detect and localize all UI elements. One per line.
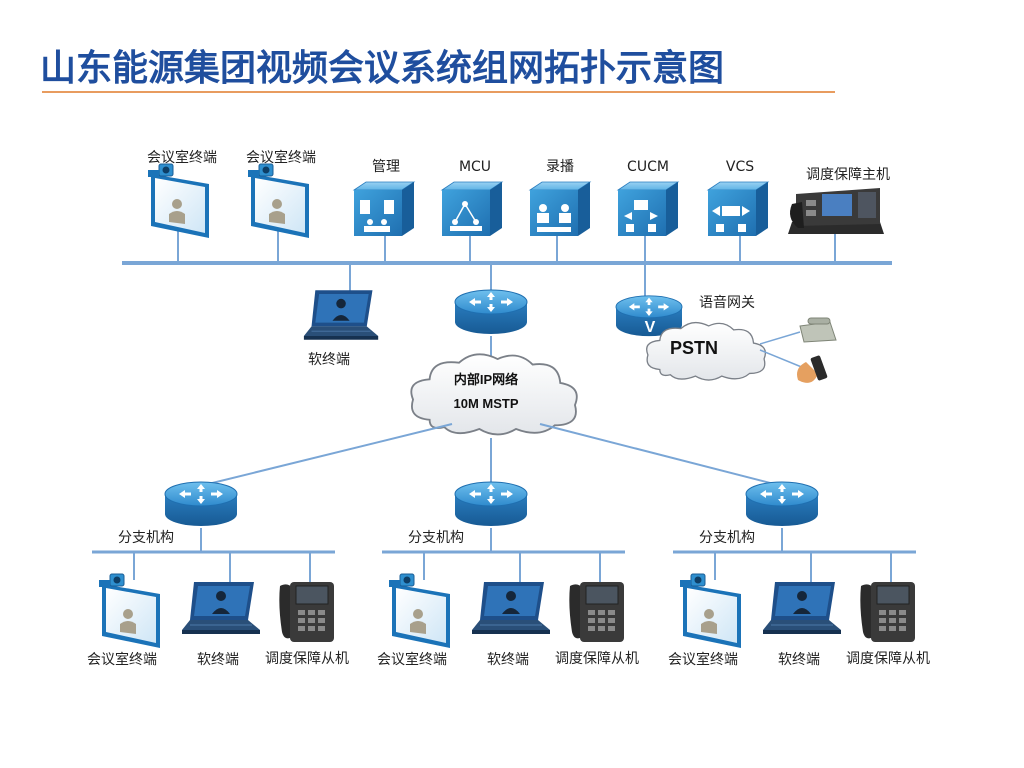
internal-ip-network-cloud-icon	[410, 353, 578, 436]
branch-label: 分支机构	[118, 530, 174, 546]
hq-soft-terminal-icon	[303, 289, 379, 341]
branch-conf-terminal-icon	[388, 573, 451, 649]
branch-conf-label: 会议室终端	[377, 651, 447, 668]
branch-phone-label: 调度保障从机	[265, 651, 349, 667]
branch-group: 分支机构 会议室终端 软终端 调度保障从机	[87, 481, 349, 668]
branch-label: 分支机构	[699, 530, 755, 546]
landline-phone-icon	[799, 317, 837, 343]
mcu-label: MCU	[459, 159, 491, 175]
branch-soft-label: 软终端	[778, 652, 820, 668]
branch-ip-phone-icon	[859, 581, 916, 643]
branch-soft-terminal-icon	[762, 581, 842, 635]
branch-conf-terminal-icon	[679, 573, 742, 649]
page-title: 山东能源集团视频会议系统组网拓扑示意图	[40, 48, 724, 89]
branch-router-icon	[164, 481, 238, 527]
recording-glyph-icon	[537, 204, 571, 232]
management-label: 管理	[372, 159, 400, 175]
branch-conf-label: 会议室终端	[668, 651, 738, 668]
pstn-phone-links	[759, 331, 805, 369]
branch-group: 分支机构 会议室终端 软终端 调度保障从机	[377, 481, 639, 668]
branch-phone-label: 调度保障从机	[555, 651, 639, 667]
branch-group: 分支机构 会议室终端 软终端 调度保障从机	[668, 481, 930, 668]
hq-soft-terminal-label: 软终端	[308, 352, 350, 368]
voice-gateway-v-mark: V	[645, 319, 656, 336]
branch-soft-terminal-icon	[181, 581, 261, 635]
management-glyph-icon	[360, 200, 394, 232]
hq-conf-terminal-1-label: 会议室终端	[147, 149, 217, 166]
dispatch-host-icon	[788, 188, 884, 234]
cucm-label: CUCM	[627, 159, 669, 175]
branch-ip-phone-icon	[278, 581, 335, 643]
hq-conf-terminal-2-icon	[247, 163, 310, 239]
branch-label: 分支机构	[408, 530, 464, 546]
hq-conf-terminal-1-icon	[147, 163, 210, 239]
network-line1: 内部IP网络	[454, 372, 518, 387]
pstn-label: PSTN	[670, 338, 718, 358]
branch-soft-label: 软终端	[487, 652, 529, 668]
branch-conf-label: 会议室终端	[87, 651, 157, 668]
recording-label: 录播	[546, 159, 574, 175]
branch-router-icon	[454, 481, 528, 527]
voice-gateway-label: 语音网关	[699, 294, 755, 311]
network-line2: 10M MSTP	[453, 396, 518, 411]
hq-core-router-icon	[454, 289, 528, 335]
vcs-label: VCS	[726, 159, 754, 175]
branch-router-icon	[745, 481, 819, 527]
branch-ip-phone-icon	[568, 581, 625, 643]
hq-drops	[177, 230, 836, 300]
mobile-phone-icon	[797, 355, 828, 383]
vcs-glyph-icon	[712, 206, 750, 232]
wan-links	[199, 423, 783, 487]
branch-phone-label: 调度保障从机	[846, 651, 930, 667]
branch-conf-terminal-icon	[98, 573, 161, 649]
branch-soft-label: 软终端	[197, 652, 239, 668]
hq-conf-terminal-2-label: 会议室终端	[246, 149, 316, 166]
cucm-glyph-icon	[624, 200, 658, 232]
branch-soft-terminal-icon	[471, 581, 551, 635]
dispatch-host-label: 调度保障主机	[806, 167, 890, 183]
mcu-glyph-icon	[450, 201, 482, 231]
